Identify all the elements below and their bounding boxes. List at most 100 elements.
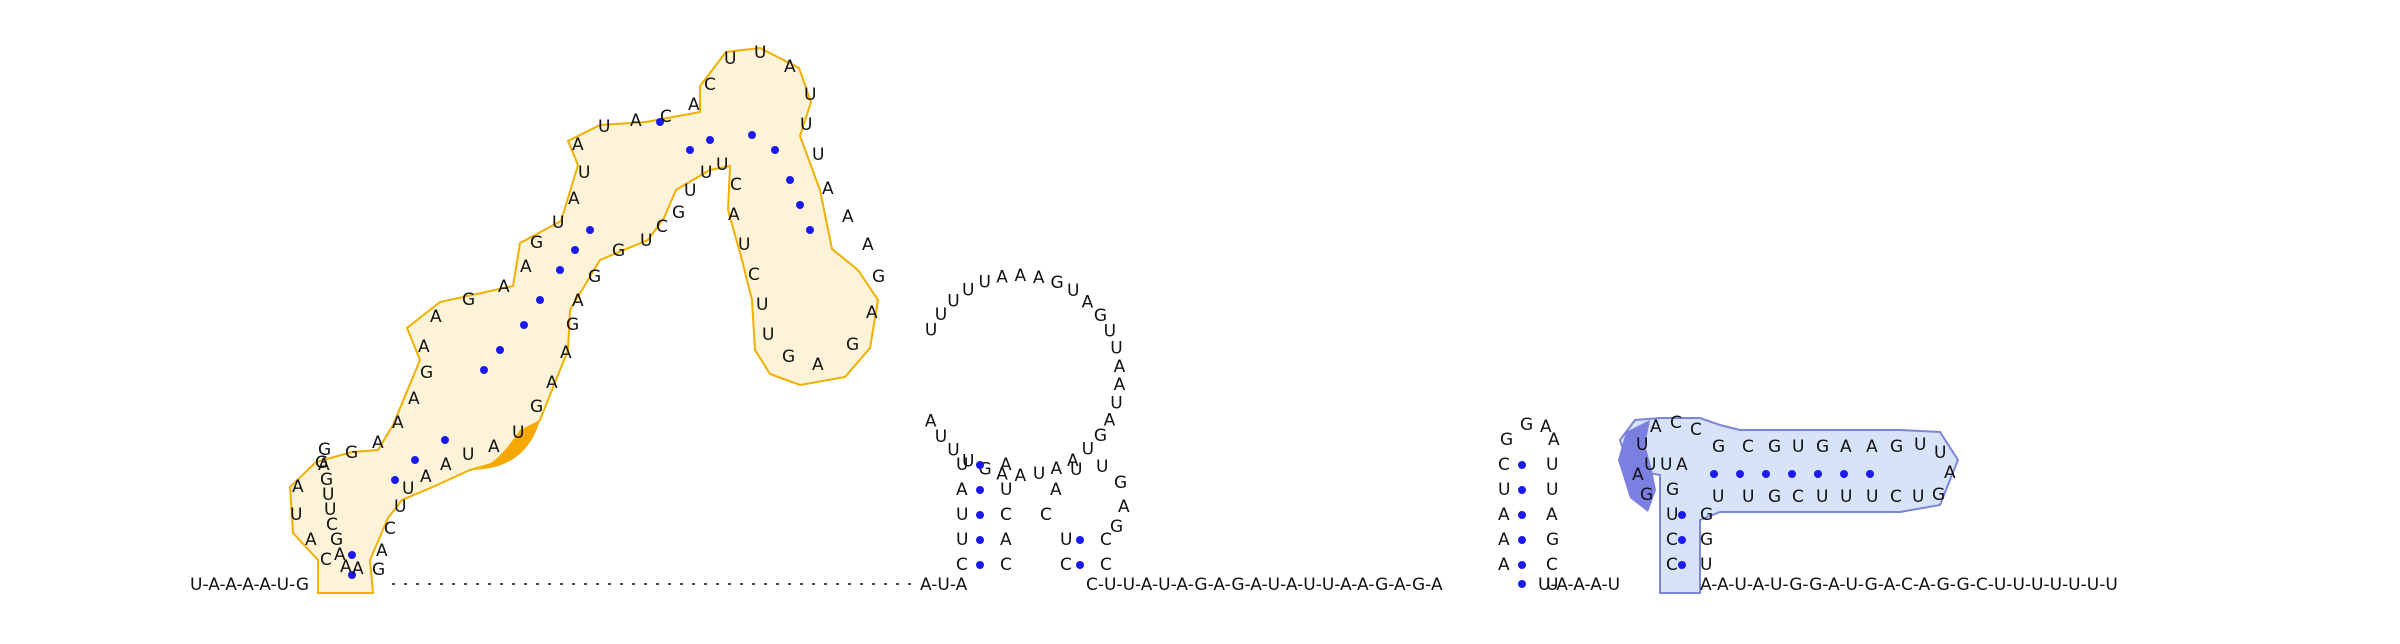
- domain2-loop-base: A: [1114, 375, 1126, 395]
- hairpin-base: U: [1546, 575, 1558, 595]
- domain1-base: G: [588, 267, 601, 287]
- domain1-base: A: [688, 95, 700, 115]
- blue-domain-base: U: [1712, 487, 1724, 507]
- domain1-base: A: [292, 477, 304, 497]
- domain2-loop-base: U: [979, 273, 991, 293]
- domain1-highlight-segment: [470, 420, 540, 470]
- pair-dot: [686, 146, 694, 154]
- pair-dot: [1678, 511, 1686, 519]
- pair-dot: [411, 456, 419, 464]
- domain1-base: A: [784, 57, 796, 77]
- blue-domain-base: U: [1636, 435, 1648, 455]
- blue-domain-base: C: [1670, 413, 1682, 433]
- pair-dot: [556, 266, 564, 274]
- blue-domain-base: A: [1944, 463, 1956, 483]
- blue-domain-base: A: [1840, 437, 1852, 457]
- domain2-loop-base: G: [1094, 426, 1107, 446]
- domain1-base: U: [462, 445, 474, 465]
- domain1-base: G: [566, 315, 579, 335]
- domain2-loop-base: U: [935, 305, 947, 325]
- pair-dot: [1736, 470, 1744, 478]
- pair-dot: [1814, 470, 1822, 478]
- domain1-base: U: [394, 497, 406, 517]
- blue-domain-base: C: [1690, 420, 1702, 440]
- domain1-outline: [288, 46, 880, 594]
- pair-dot: [1076, 561, 1084, 569]
- domain1-base: A: [822, 179, 834, 199]
- domain2-hairpin-base: U: [1070, 460, 1082, 480]
- domain2-loop-base: A: [1067, 451, 1079, 471]
- domain1-base: G: [420, 363, 433, 383]
- domain1-base: A: [812, 355, 824, 375]
- pair-dot: [1788, 470, 1796, 478]
- domain1-base: G: [315, 453, 328, 473]
- domain2-hairpin-base: C: [1060, 555, 1072, 575]
- backbone-left: U-A-A-A-A-U-G: [190, 575, 309, 595]
- blue-domain-base: U: [1866, 487, 1878, 507]
- domain1-base: A: [572, 291, 584, 311]
- domain1-base: U: [724, 49, 736, 69]
- domain1-base: U: [598, 117, 610, 137]
- domain1-base: G: [462, 290, 475, 310]
- hairpin-base: C: [1498, 455, 1510, 475]
- domain2-hairpin-base: G: [1114, 473, 1127, 493]
- domain1-base: A: [392, 413, 404, 433]
- domain1-base: C: [730, 175, 742, 195]
- hairpin-base: A: [1540, 417, 1552, 437]
- domain1-base: A: [560, 343, 572, 363]
- domain2-loop-base: A: [925, 411, 937, 431]
- blue-domain-base: U: [1700, 555, 1712, 575]
- blue-domain-base: G: [1666, 480, 1679, 500]
- domain1-base: U: [812, 145, 824, 165]
- pair-dot: [1840, 470, 1848, 478]
- domain2-hairpin-base: A: [1050, 480, 1062, 500]
- domain1-base: A: [376, 541, 388, 561]
- domain1-base: U: [552, 213, 564, 233]
- domain1-base: G: [872, 267, 885, 287]
- pair-dot: [536, 296, 544, 304]
- backbone-right: A-A-U-A-U-G-G-A-U-G-A-C-A-G-G-C-U-U-U-U-…: [1700, 575, 2118, 595]
- domain1-base: U: [290, 505, 302, 525]
- domain1-base: A: [318, 455, 330, 475]
- pair-dot: [520, 321, 528, 329]
- pair-dot: [441, 436, 449, 444]
- domain1-base: G: [672, 203, 685, 223]
- pair-dot: [1710, 470, 1718, 478]
- blue-domain-base: G: [1890, 437, 1903, 457]
- domain2-loop-base: U: [947, 292, 959, 312]
- domain2-loop-base: U: [925, 321, 937, 341]
- domain2-loop-base: A: [1104, 410, 1116, 430]
- pair-dot: [571, 246, 579, 254]
- domain2-stem-base: U: [956, 505, 968, 525]
- domain2-stem-base: C: [1000, 505, 1012, 525]
- domain1-base: C: [320, 550, 332, 570]
- domain1-base: A: [728, 205, 740, 225]
- domain1-base: A: [418, 337, 430, 357]
- pair-dot: [480, 366, 488, 374]
- domain2-loop-base: U: [962, 281, 974, 301]
- pair-dot: [976, 536, 984, 544]
- blue-domain-base: U: [1660, 455, 1672, 475]
- domain2-loop-base: A: [996, 268, 1008, 288]
- pair-dot: [976, 461, 984, 469]
- domain1-base: A: [305, 530, 317, 550]
- blue-domain-base: G: [1700, 505, 1713, 525]
- hairpin-base: A: [1498, 530, 1510, 550]
- pair-dot: [1518, 561, 1526, 569]
- domain2-loop-base: G: [1051, 273, 1064, 293]
- hairpin-base: C: [1546, 555, 1558, 575]
- domain1-base: G: [612, 241, 625, 261]
- pair-dot: [806, 226, 814, 234]
- pair-dot: [1518, 536, 1526, 544]
- pair-dot: [1518, 580, 1526, 588]
- base-pair-dots: [348, 118, 1874, 588]
- pair-dot: [1518, 461, 1526, 469]
- domain2-loop-base: U: [947, 440, 959, 460]
- domain1-base: G: [330, 530, 343, 550]
- blue-domain-base: U: [1840, 487, 1852, 507]
- blue-domain-base: A: [1650, 417, 1662, 437]
- domain2-loop-base: A: [996, 464, 1008, 484]
- hairpin-base: G: [1546, 530, 1559, 550]
